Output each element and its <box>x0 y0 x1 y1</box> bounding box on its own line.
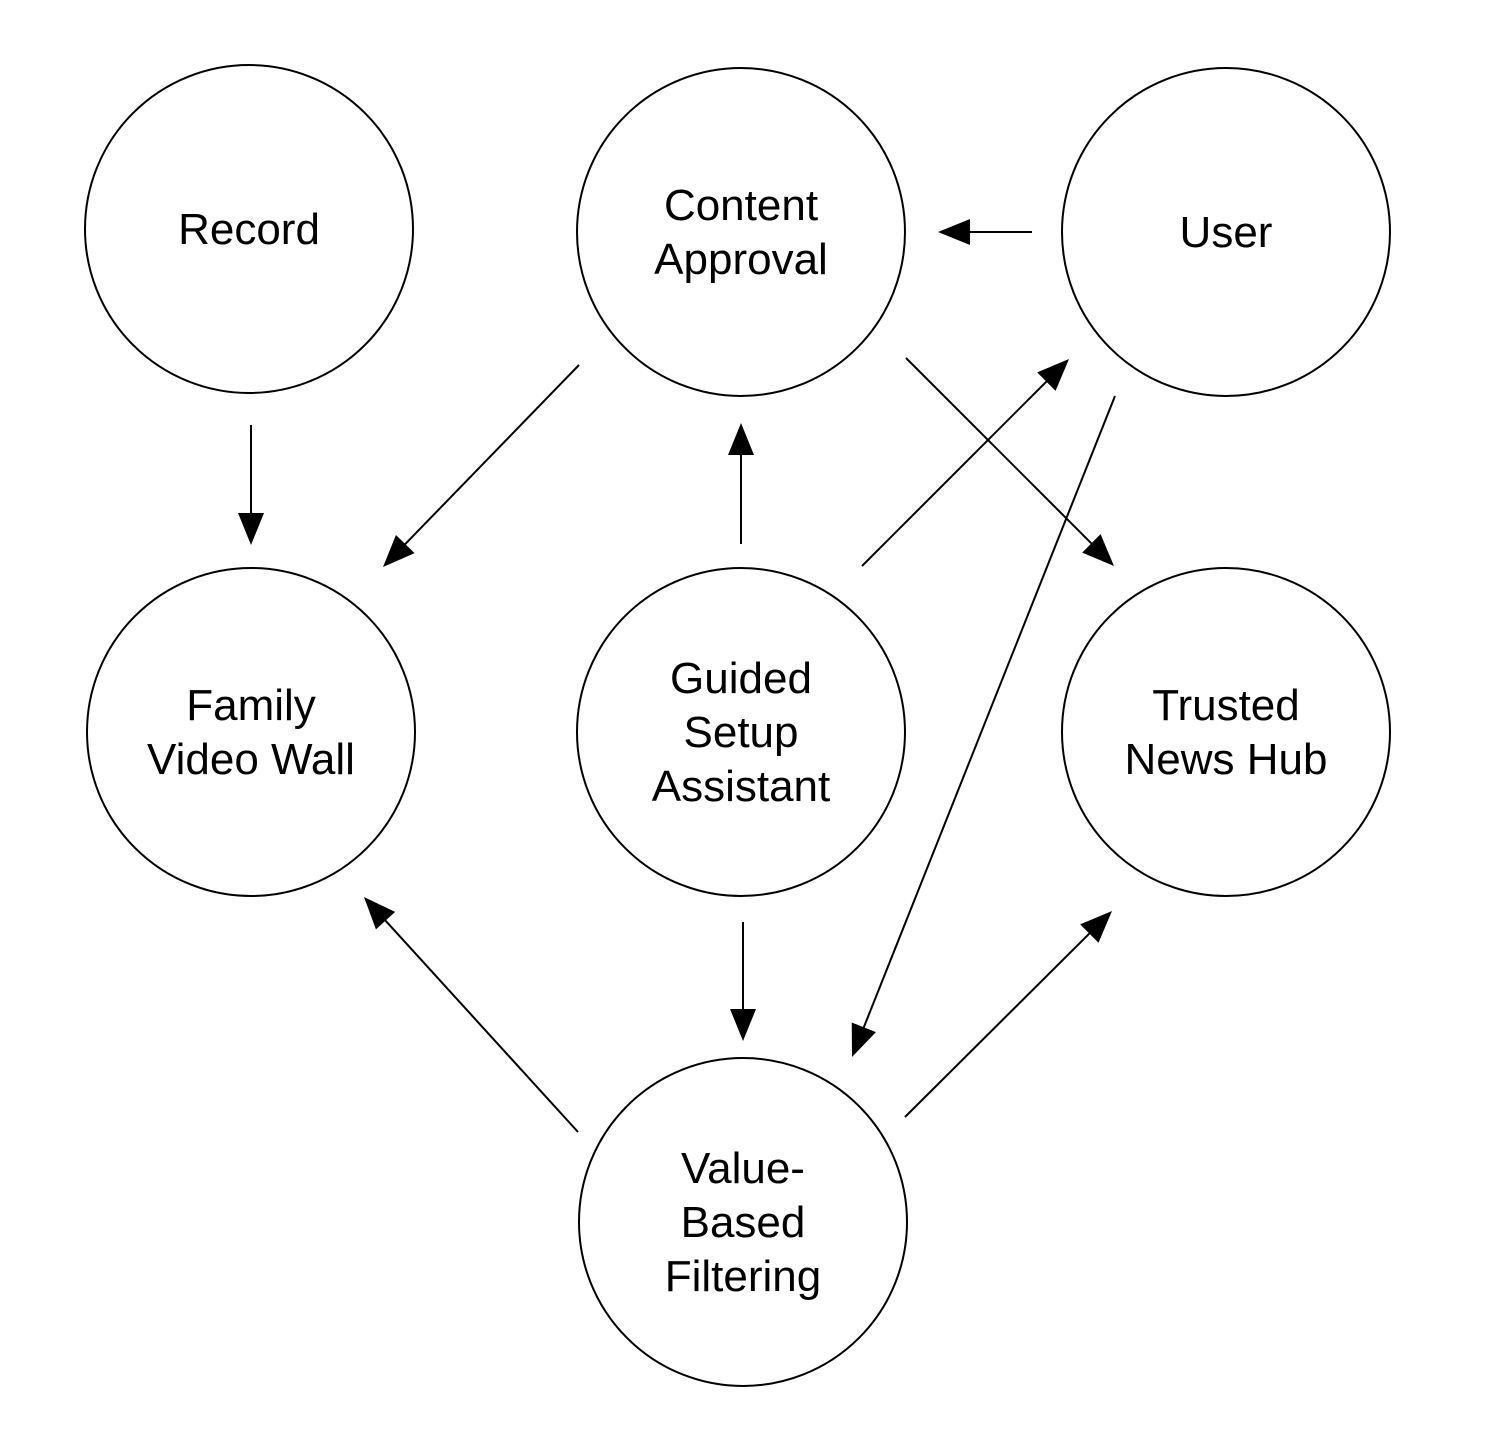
node-record: Record <box>84 64 414 394</box>
node-circle <box>1061 567 1391 897</box>
node-label: Family <box>186 681 316 730</box>
arrowhead-icon <box>1082 534 1114 566</box>
node-label: Filtering <box>665 1252 822 1301</box>
node-user: User <box>1061 67 1391 397</box>
node-label: Approval <box>654 235 828 284</box>
edge-guided-setup-assistant-to-value-based-filtering <box>730 922 756 1041</box>
edges-layer <box>238 219 1116 1133</box>
arrowhead-icon <box>383 534 415 567</box>
edge-line <box>383 918 579 1133</box>
edge-line <box>862 395 1116 1030</box>
arrowhead-icon <box>730 1009 756 1041</box>
edge-line <box>861 379 1049 567</box>
edge-guided-setup-assistant-to-user <box>861 359 1069 567</box>
node-label: News Hub <box>1125 735 1328 784</box>
node-label: Setup <box>684 708 799 757</box>
arrowhead-icon <box>728 423 754 455</box>
node-label: User <box>1180 208 1273 257</box>
node-label: Guided <box>670 654 812 703</box>
node-circle <box>578 1057 908 1387</box>
edge-line <box>905 357 1094 546</box>
node-label: Content <box>664 181 818 230</box>
edge-content-approval-to-trusted-news-hub <box>905 357 1114 566</box>
edge-record-to-family-video-wall <box>238 425 264 545</box>
arrowhead-icon <box>1080 911 1112 943</box>
node-circle <box>576 67 906 397</box>
arrowhead-icon <box>1037 359 1069 391</box>
arrowhead-icon <box>238 513 264 545</box>
node-label: Video Wall <box>147 735 355 784</box>
edge-content-approval-to-family-video-wall <box>383 364 580 567</box>
arrowhead-icon <box>938 219 970 245</box>
node-label: Trusted <box>1152 681 1300 730</box>
edge-value-based-filtering-to-family-video-wall <box>364 897 579 1133</box>
node-label: Value- <box>681 1144 805 1193</box>
node-circle <box>84 64 414 394</box>
arrowhead-icon <box>364 897 396 930</box>
node-circle <box>576 567 906 897</box>
edge-guided-setup-assistant-to-content-approval <box>728 423 754 544</box>
edge-line <box>403 364 580 547</box>
node-circle <box>86 567 416 897</box>
node-label: Record <box>178 205 320 254</box>
edge-user-to-value-based-filtering <box>851 395 1116 1057</box>
edge-value-based-filtering-to-trusted-news-hub <box>904 911 1112 1118</box>
node-label: Based <box>681 1198 806 1247</box>
node-label: Assistant <box>652 762 831 811</box>
node-circle <box>1061 67 1391 397</box>
edge-line <box>904 931 1092 1118</box>
arrowhead-icon <box>851 1022 876 1057</box>
edge-user-to-content-approval <box>938 219 1032 245</box>
